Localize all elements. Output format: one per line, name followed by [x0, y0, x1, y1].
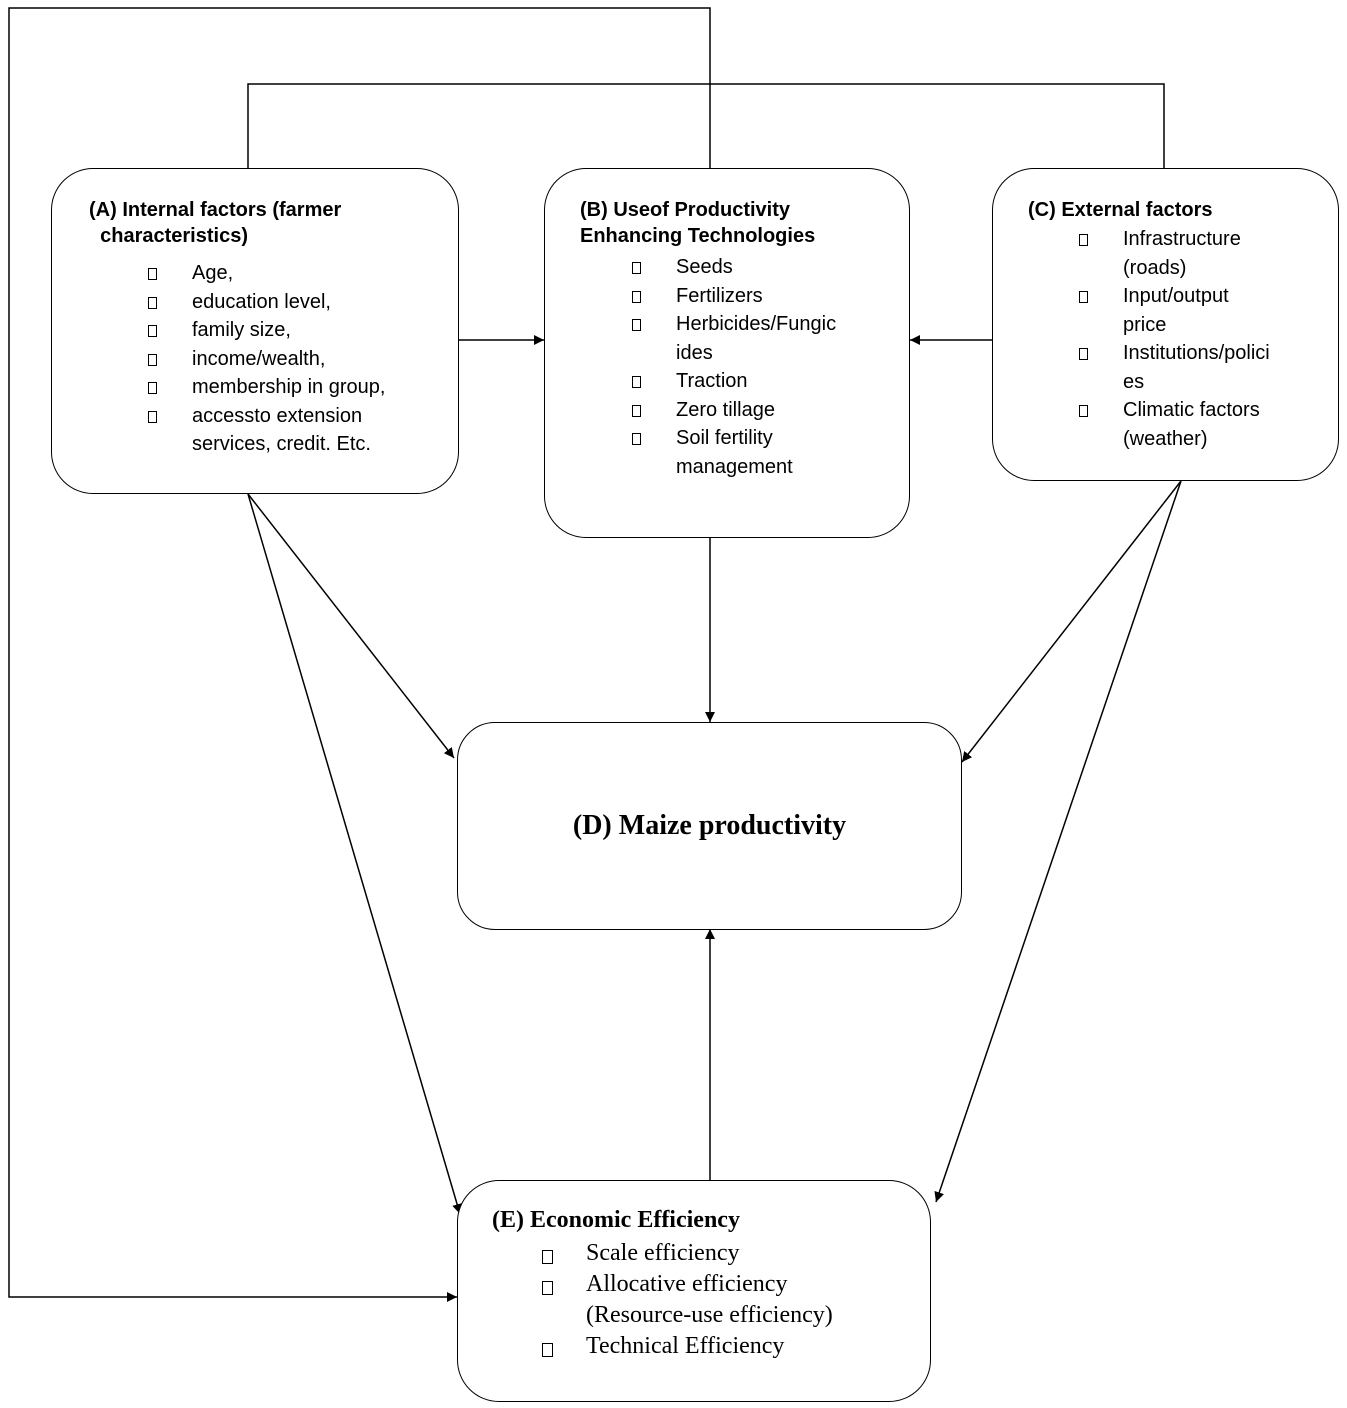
node-d-title: (D) Maize productivity	[572, 810, 847, 841]
list-item: Zero tillage	[632, 396, 836, 425]
list-item: Fertilizers	[632, 282, 836, 311]
edge-b-to-e	[8, 7, 711, 1302]
list-item: education level,	[148, 288, 385, 317]
node-e-list: Scale efficiency Allocative efficiency (…	[542, 1238, 833, 1362]
checkbox-icon	[542, 1281, 553, 1295]
checkbox-icon	[542, 1250, 553, 1264]
edge-c-to-d	[961, 480, 1182, 763]
checkbox-icon	[632, 376, 641, 388]
edge-a-to-e	[247, 493, 462, 1215]
list-item: Input/output price	[1079, 282, 1270, 339]
list-item: Scale efficiency	[542, 1238, 833, 1269]
list-item: Age,	[148, 259, 385, 288]
checkbox-icon	[148, 268, 157, 280]
list-item: Traction	[632, 367, 836, 396]
node-b-list: Seeds Fertilizers Herbicides/Fungic ides…	[632, 253, 836, 481]
node-c-title: (C) External factors	[1028, 199, 1213, 221]
node-e-title: (E) Economic Efficiency	[492, 1207, 740, 1233]
checkbox-icon	[632, 433, 641, 445]
node-e-economic-efficiency: (E) Economic Efficiency Scale efficiency…	[457, 1180, 931, 1402]
list-item: family size,	[148, 316, 385, 345]
checkbox-icon	[632, 290, 641, 303]
node-a-internal-factors: (A) Internal factors (farmer characteris…	[51, 168, 459, 494]
node-b-title: (B) Useof Productivity Enhancing Technol…	[580, 199, 816, 247]
checkbox-icon	[148, 382, 157, 394]
checkbox-icon	[148, 296, 157, 309]
node-d-maize-productivity: (D) Maize productivity	[457, 722, 962, 930]
node-c-external-factors: (C) External factors Infrastructure (roa…	[992, 168, 1339, 481]
checkbox-icon	[632, 404, 641, 417]
list-item: accessto extension services, credit. Etc…	[148, 402, 385, 459]
list-item: membership in group,	[148, 373, 385, 402]
checkbox-icon	[148, 410, 157, 423]
edge-a-to-c-bracket	[247, 83, 1165, 168]
list-item: Allocative efficiency (Resource-use effi…	[542, 1269, 833, 1331]
edge-c-to-e	[934, 480, 1182, 1203]
node-b-technologies: (B) Useof Productivity Enhancing Technol…	[544, 168, 910, 538]
checkbox-icon	[148, 353, 157, 366]
checkbox-icon	[632, 319, 641, 331]
list-item: Institutions/polici es	[1079, 339, 1270, 396]
checkbox-icon	[632, 262, 641, 274]
list-item: income/wealth,	[148, 345, 385, 374]
checkbox-icon	[542, 1343, 553, 1357]
list-item: Technical Efficiency	[542, 1331, 833, 1362]
checkbox-icon	[1079, 405, 1088, 417]
list-item: Seeds	[632, 253, 836, 282]
node-a-list: Age, education level, family size, incom…	[148, 259, 385, 459]
checkbox-icon	[1079, 234, 1088, 246]
list-item: Herbicides/Fungic ides	[632, 310, 836, 367]
node-a-title: (A) Internal factors (farmer characteris…	[89, 199, 342, 247]
checkbox-icon	[148, 325, 157, 337]
list-item: Infrastructure (roads)	[1079, 225, 1270, 282]
edge-a-to-d	[247, 493, 455, 759]
list-item: Soil fertility management	[632, 424, 836, 481]
node-c-list: Infrastructure (roads) Input/output pric…	[1079, 225, 1270, 453]
checkbox-icon	[1079, 348, 1088, 360]
list-item: Climatic factors (weather)	[1079, 396, 1270, 453]
checkbox-icon	[1079, 291, 1088, 303]
